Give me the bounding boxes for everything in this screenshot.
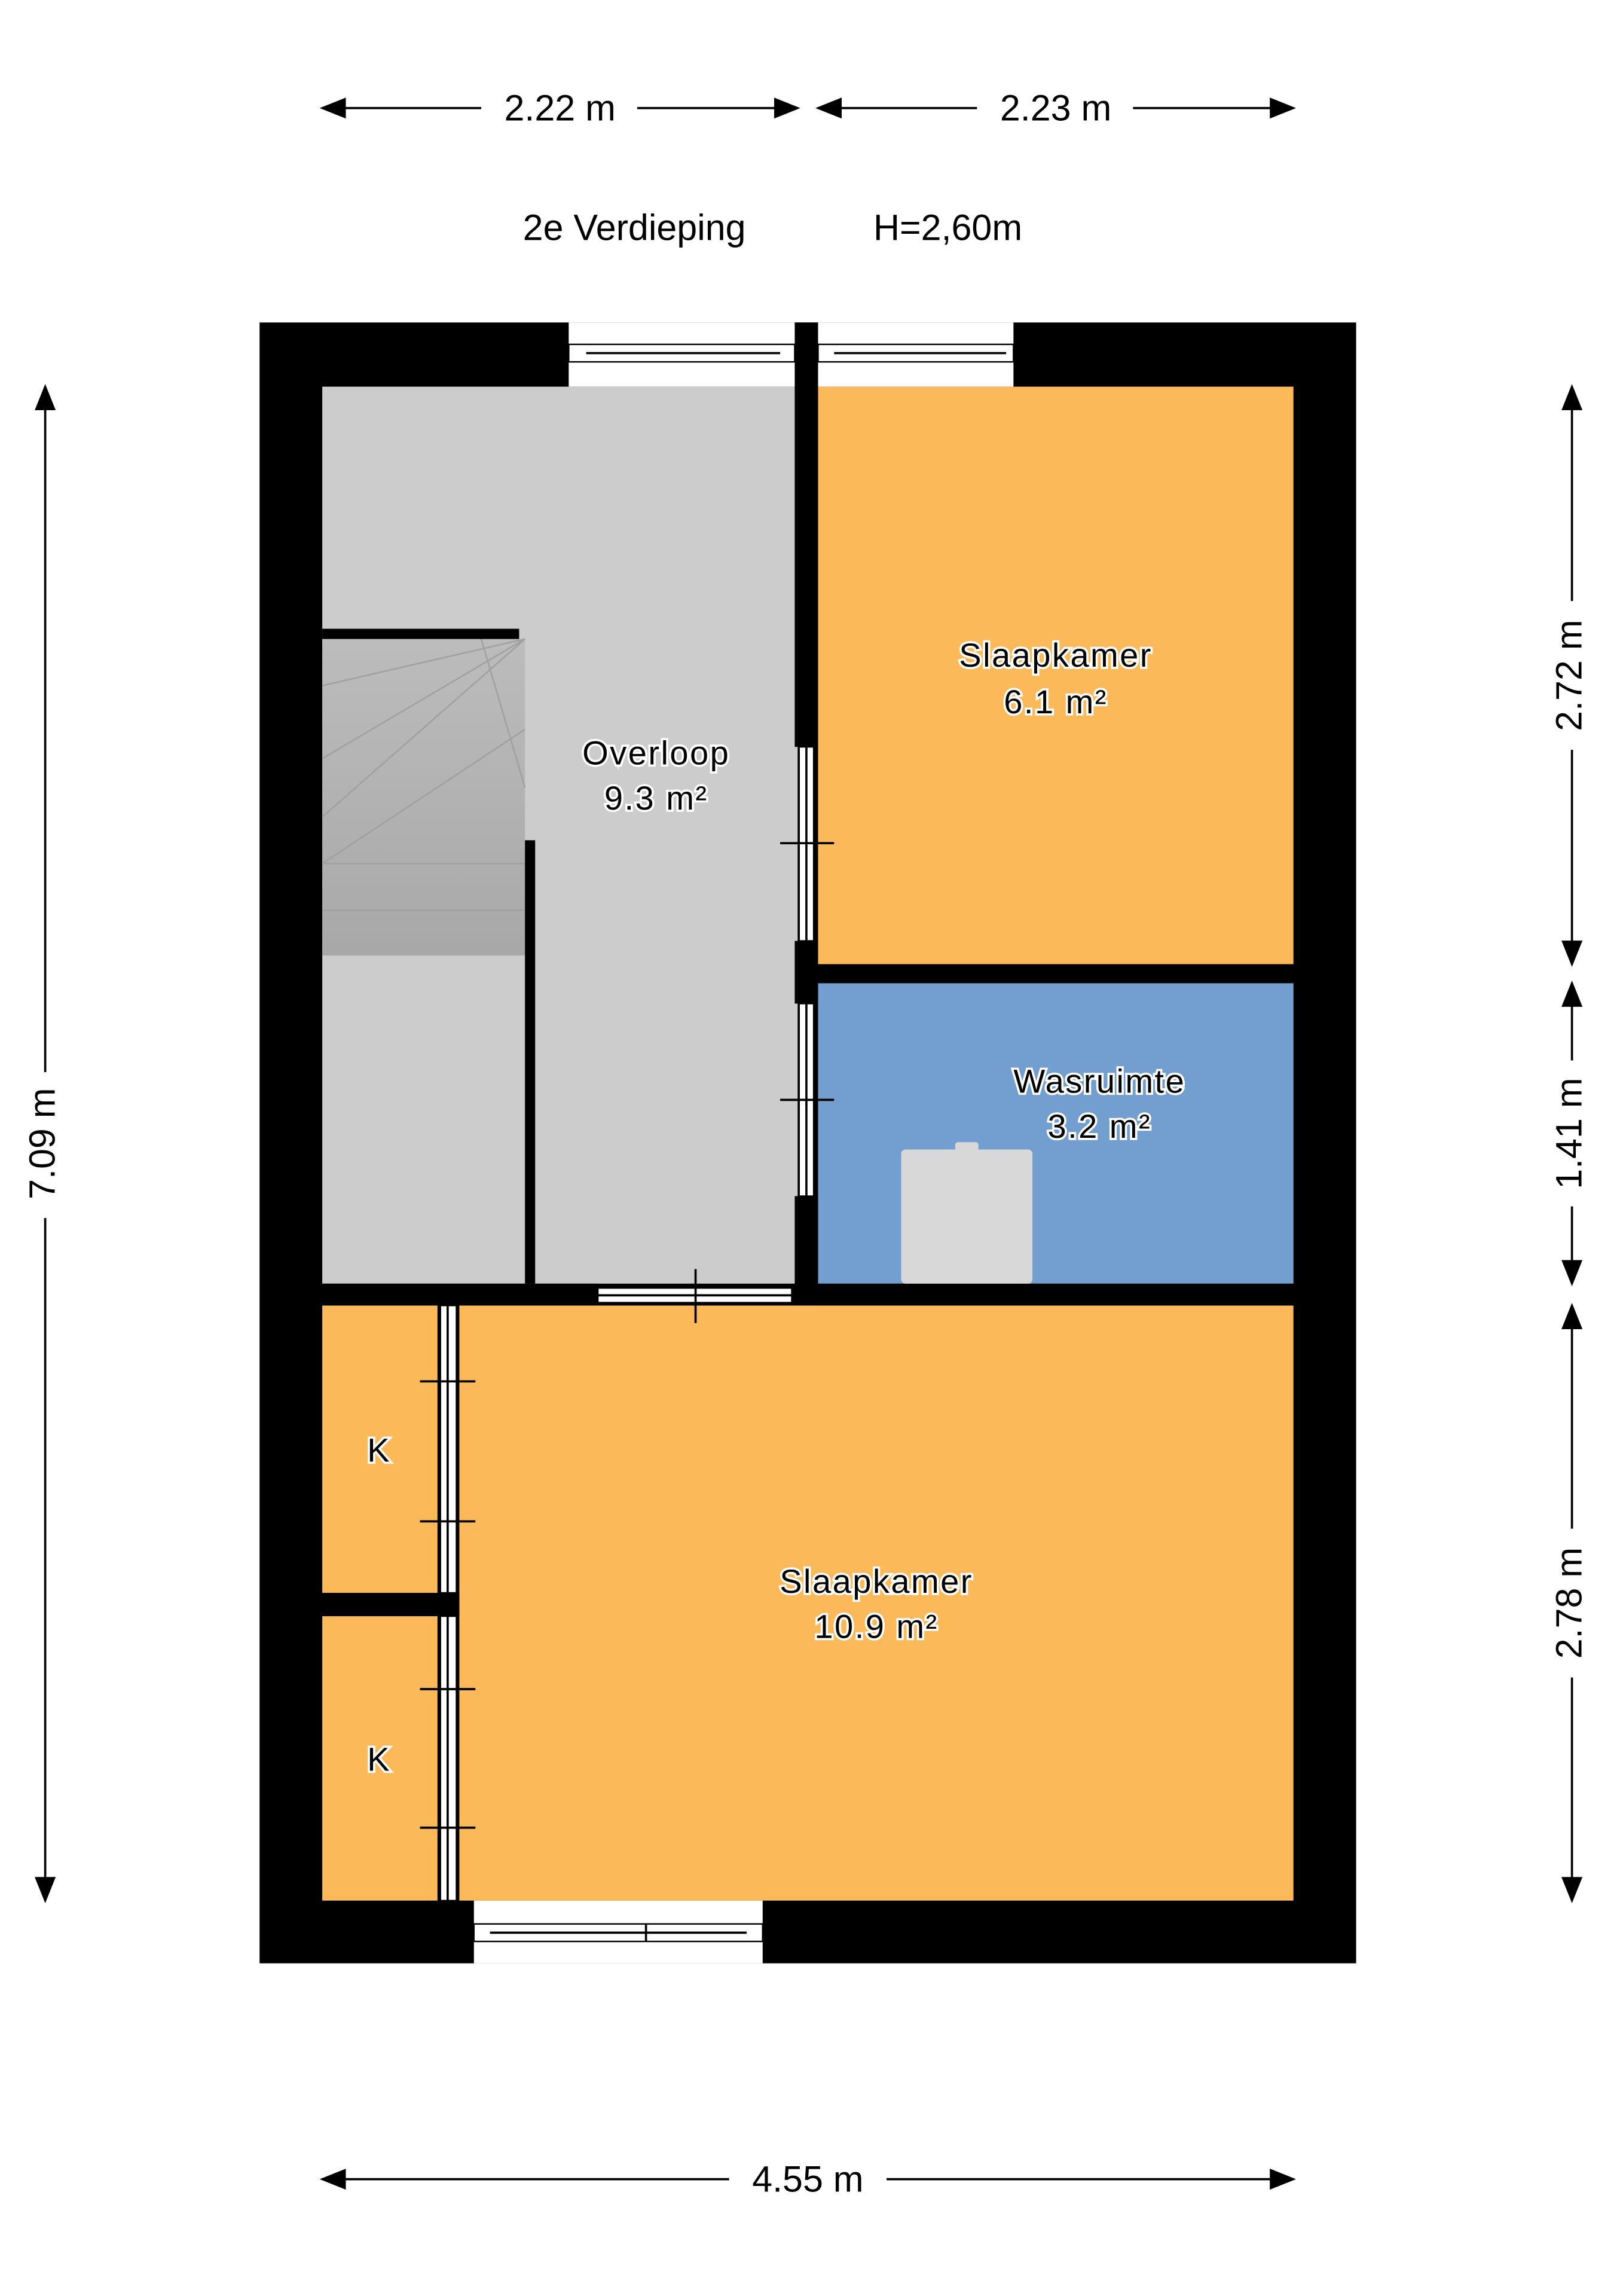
interior-wall — [791, 1283, 1294, 1306]
room-kast-1 — [322, 1305, 438, 1593]
boiler-icon — [901, 1142, 1033, 1284]
interior-wall — [322, 1593, 460, 1617]
interior-wall — [794, 941, 818, 1004]
room-name: Wasruimte — [1013, 1062, 1185, 1100]
room-slaapkamer-2 — [459, 1305, 1294, 1901]
dimension-label: 2.23 m — [1000, 88, 1111, 129]
window-bottom — [473, 1900, 764, 1964]
sliding-door-wasruimte[interactable] — [780, 1003, 835, 1197]
dimension-label: 4.55 m — [752, 2159, 863, 2200]
staircase — [322, 628, 536, 1284]
room-name: K — [367, 1741, 391, 1778]
dimension-left-total: 7.09 m — [22, 384, 63, 1904]
interior-wall — [322, 1283, 598, 1306]
dimension-label: 2.78 m — [1549, 1547, 1590, 1659]
room-area: 9.3 m² — [604, 779, 708, 817]
interior-wall — [794, 322, 818, 747]
dimension-top-left: 2.22 m — [319, 88, 800, 129]
room-area: 6.1 m² — [1004, 683, 1108, 720]
room-name: Slaapkamer — [780, 1562, 973, 1600]
dimension-label: 1.41 m — [1549, 1077, 1590, 1189]
room-area: 10.9 m² — [814, 1608, 938, 1645]
room-kast-2 — [322, 1616, 438, 1901]
sliding-door-slaapkamer-1[interactable] — [780, 746, 835, 942]
room-name: Slaapkamer — [959, 636, 1153, 674]
dimension-label: 7.09 m — [22, 1088, 63, 1199]
window-top-right — [817, 322, 1014, 387]
interior-wall — [818, 964, 1294, 984]
dimension-top-right: 2.23 m — [815, 88, 1297, 129]
room-name: K — [367, 1431, 391, 1468]
dimension-label: 2.72 m — [1549, 619, 1590, 731]
dimension-right-middle: 1.41 m — [1549, 980, 1590, 1287]
dimension-right-bottom: 2.78 m — [1549, 1303, 1590, 1904]
window-top-left — [568, 322, 796, 387]
floor-title: 2e Verdieping — [523, 207, 746, 248]
sliding-door-slaapkamer-2[interactable] — [597, 1269, 793, 1323]
closet-doors-1[interactable] — [420, 1305, 476, 1594]
dimension-bottom-total: 4.55 m — [319, 2159, 1297, 2200]
room-wasruimte — [818, 983, 1294, 1284]
closet-doors-2[interactable] — [420, 1615, 476, 1901]
room-area: 3.2 m² — [1047, 1107, 1151, 1145]
dimension-right-top: 2.72 m — [1549, 384, 1590, 967]
dimension-label: 2.22 m — [505, 88, 616, 129]
room-slaapkamer-1 — [818, 386, 1294, 964]
floor-height: H=2,60m — [873, 207, 1022, 248]
room-name: Overloop — [582, 734, 730, 771]
